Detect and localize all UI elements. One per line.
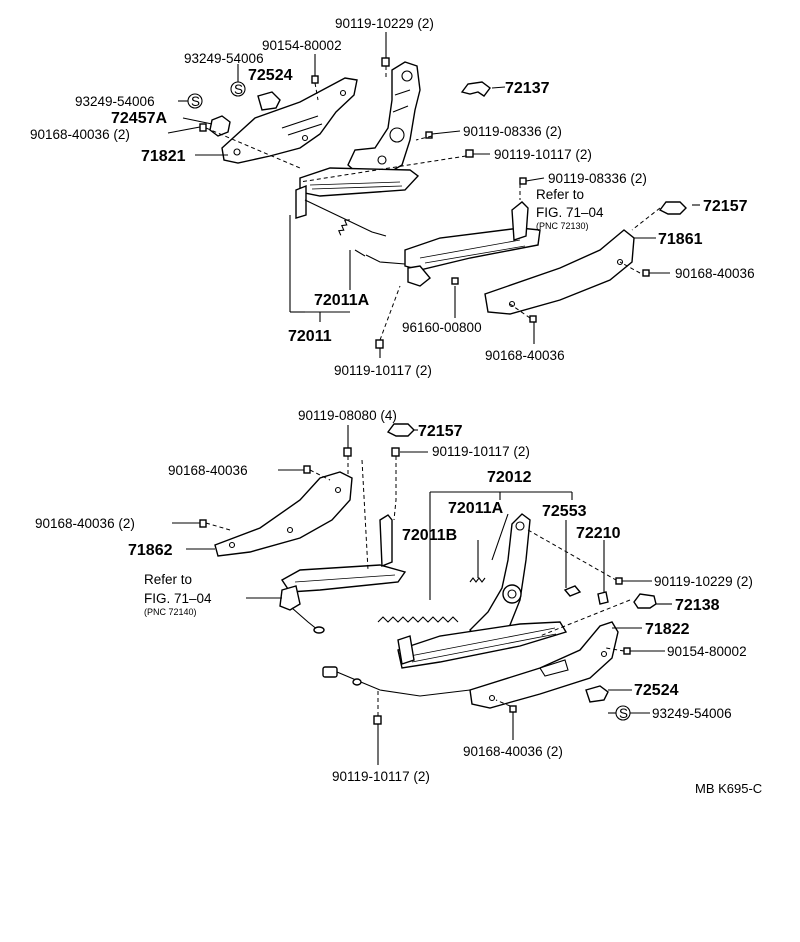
leader-lines-upper xyxy=(167,32,700,358)
label-72524-bot: 72524 xyxy=(634,682,679,699)
label-refer-top-1: Refer to xyxy=(536,187,584,202)
label-72011B: 72011B xyxy=(402,527,457,544)
part-71822-drawing xyxy=(469,621,619,709)
label-96160-00800: 96160-00800 xyxy=(402,320,482,335)
part-71862-drawing xyxy=(214,471,353,557)
leader-lines-lower xyxy=(172,425,672,765)
label-71821: 71821 xyxy=(141,148,186,165)
label-90119-08080: 90119-08080 (4) xyxy=(298,408,397,423)
label-72457A: 72457A xyxy=(111,110,167,127)
svg-text:S: S xyxy=(234,82,243,97)
label-refer-top-2: FIG. 71–04 xyxy=(536,205,604,220)
diagram-code: MB K695-C xyxy=(695,781,762,796)
label-90168-40036-b: 90168-40036 xyxy=(485,348,565,363)
label-72553: 72553 xyxy=(542,503,587,520)
part-72157-top-drawing xyxy=(658,201,687,215)
spring-72011A-lower xyxy=(469,577,486,583)
label-72210: 72210 xyxy=(576,525,621,542)
label-93249-54006-b: 93249-54006 xyxy=(75,94,155,109)
part-72137-drawing xyxy=(460,81,491,97)
label-90119-10229-r: 90119-10229 (2) xyxy=(654,574,753,589)
label-refer-top-3: (PNC 72130) xyxy=(536,221,589,231)
dashed-lines-lower xyxy=(205,456,631,716)
label-93249-54006-a: 93249-54006 xyxy=(184,51,264,66)
label-refer-bot-2: FIG. 71–04 xyxy=(144,591,212,606)
label-refer-bot-1: Refer to xyxy=(144,572,192,587)
s-mark-1: S xyxy=(230,81,246,97)
label-90119-10117-a: 90119-10117 (2) xyxy=(494,147,592,162)
label-90119-10229-top: 90119-10229 (2) xyxy=(335,16,434,31)
label-90168-40036-l: 90168-40036 xyxy=(168,463,248,478)
s-mark-3: S xyxy=(615,705,631,721)
part-72210-drawing xyxy=(597,591,609,605)
label-71862: 71862 xyxy=(128,542,173,559)
svg-text:S: S xyxy=(619,706,628,721)
knob-72457A-drawing xyxy=(209,115,231,137)
part-inner-track-lower xyxy=(279,514,407,634)
part-71821-drawing xyxy=(221,77,358,164)
dashed-lines-upper xyxy=(205,66,661,341)
label-71822: 71822 xyxy=(645,621,690,638)
label-90168-40036-top: 90168-40036 (2) xyxy=(30,127,130,142)
part-72011-track-upper xyxy=(295,167,541,287)
label-90154-80002-r: 90154-80002 xyxy=(667,644,747,659)
part-72553-drawing xyxy=(563,585,582,597)
label-90119-10117-c: 90119-10117 (2) xyxy=(432,444,530,459)
label-72157-top: 72157 xyxy=(703,198,748,215)
part-72524-bot-drawing xyxy=(585,685,609,703)
label-72011A-top: 72011A xyxy=(314,292,370,309)
label-93249-54006-c: 93249-54006 xyxy=(652,706,732,721)
label-90154-80002-top: 90154-80002 xyxy=(262,38,342,53)
label-72524-top: 72524 xyxy=(248,67,293,84)
svg-text:S: S xyxy=(191,94,200,109)
spring-72011B-drawing xyxy=(377,616,459,623)
labels: 90119-10229 (2) 90154-80002 93249-54006 … xyxy=(30,16,762,796)
part-72138-drawing xyxy=(633,593,657,609)
part-72524-top-drawing xyxy=(257,91,281,111)
s-mark-2: S xyxy=(187,93,203,109)
part-lower-track-drawing xyxy=(397,621,568,669)
label-90168-40036-2-bot: 90168-40036 (2) xyxy=(463,744,563,759)
label-90119-08336-b: 90119-08336 (2) xyxy=(548,171,647,186)
label-72012: 72012 xyxy=(487,469,532,486)
label-90119-10117-b: 90119-10117 (2) xyxy=(334,363,432,378)
part-72157-mid-drawing xyxy=(386,423,415,437)
label-72137: 72137 xyxy=(505,80,550,97)
label-71861: 71861 xyxy=(658,231,703,248)
label-90168-40036-r: 90168-40036 xyxy=(675,266,755,281)
label-72157-mid: 72157 xyxy=(418,423,463,440)
label-refer-bot-3: (PNC 72140) xyxy=(144,607,197,617)
label-90119-10117-d: 90119-10117 (2) xyxy=(332,769,430,784)
cable-lower-drawing xyxy=(322,666,471,697)
spring-72011A-upper xyxy=(338,219,350,236)
label-72011: 72011 xyxy=(288,328,332,345)
label-72011A-mid: 72011A xyxy=(448,500,504,517)
part-71861-drawing xyxy=(484,229,635,315)
label-90119-08336-a: 90119-08336 (2) xyxy=(463,124,562,139)
label-72138: 72138 xyxy=(675,597,720,614)
label-90168-40036-2-l: 90168-40036 (2) xyxy=(35,516,135,531)
part-recliner-upper-drawing xyxy=(347,61,421,176)
